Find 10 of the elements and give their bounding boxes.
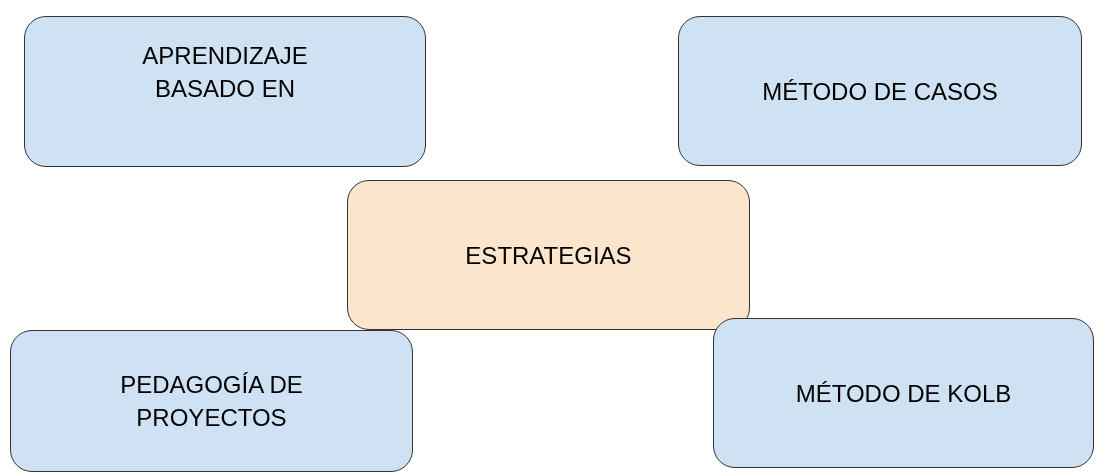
concept-box	[678, 16, 1082, 166]
concept-box	[10, 330, 413, 472]
concept-box	[713, 318, 1094, 468]
concept-box	[24, 16, 426, 167]
box-label: PEDAGOGÍA DE PROYECTOS	[119, 370, 304, 433]
box-label: APRENDIZAJE BASADO EN	[141, 41, 309, 104]
box-label: ESTRATEGIAS	[465, 240, 632, 271]
box-label: MÉTODO DE KOLB	[795, 378, 1012, 409]
central-concept-box	[347, 180, 750, 330]
box-label: MÉTODO DE CASOS	[762, 76, 998, 107]
